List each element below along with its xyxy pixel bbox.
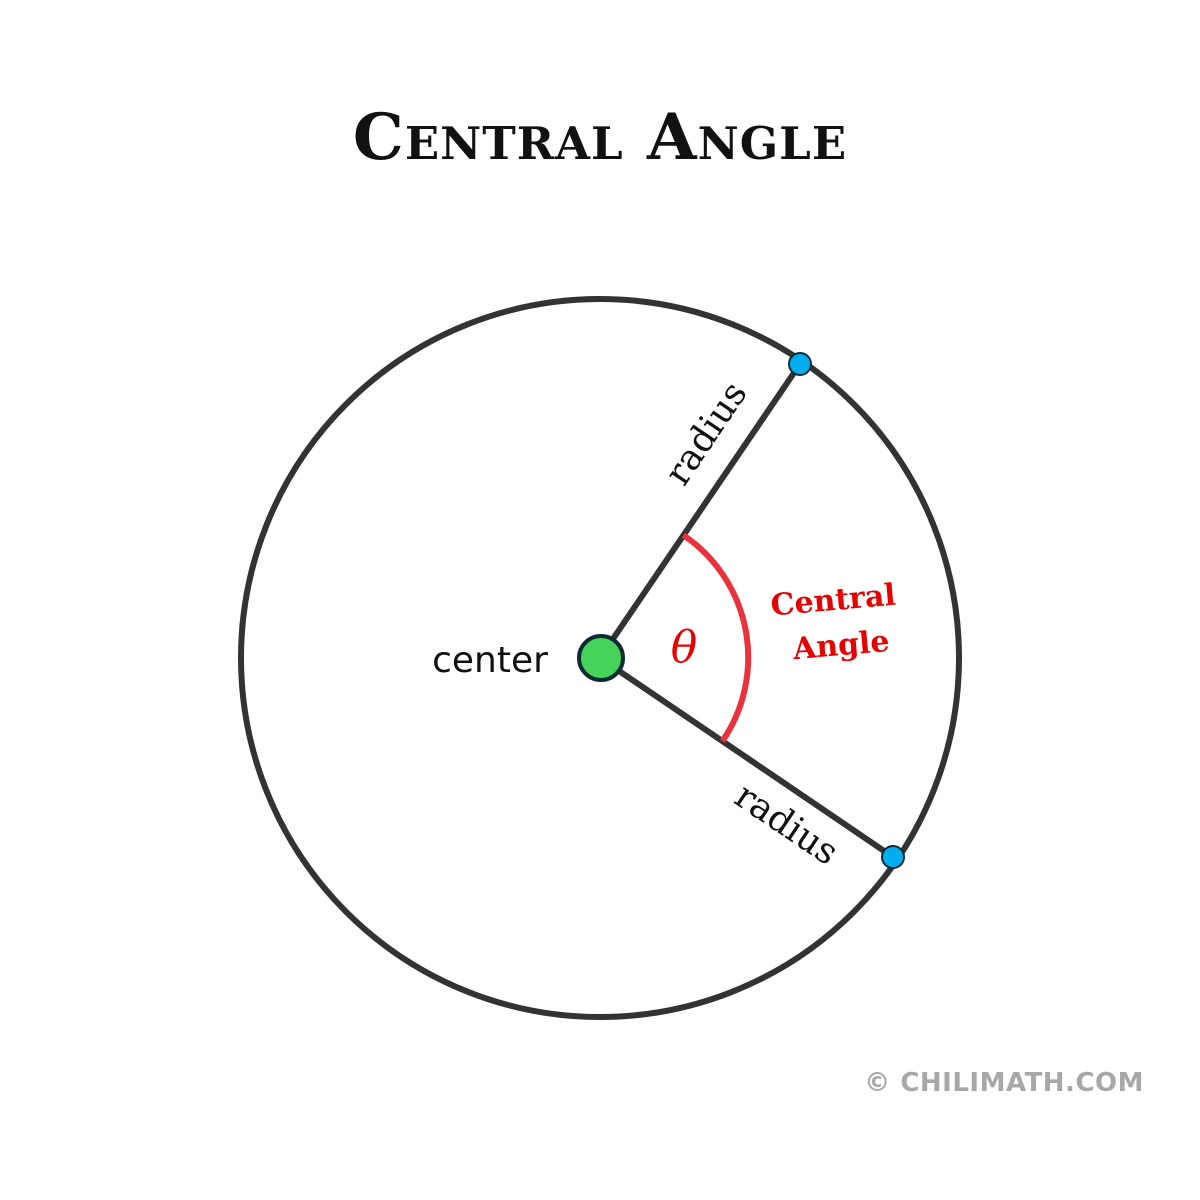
radius-upper-label: radius (657, 374, 755, 492)
endpoint-lower (881, 845, 905, 869)
central-angle-label-line1: Central (769, 578, 897, 624)
radius-lower-label: radius (727, 775, 845, 873)
center-point (577, 634, 625, 682)
page-title: Central Angle (352, 100, 848, 175)
circle (238, 296, 962, 1020)
endpoint-upper (788, 352, 812, 376)
center-label: center (432, 640, 548, 681)
central-angle-label-line2: Angle (791, 624, 891, 667)
angle-arc (681, 532, 752, 743)
radius-upper-line (597, 362, 803, 660)
theta-symbol: θ (671, 622, 698, 673)
copyright-credit: © CHILIMATH.COM (864, 1068, 1144, 1098)
radius-lower-line (598, 655, 895, 860)
